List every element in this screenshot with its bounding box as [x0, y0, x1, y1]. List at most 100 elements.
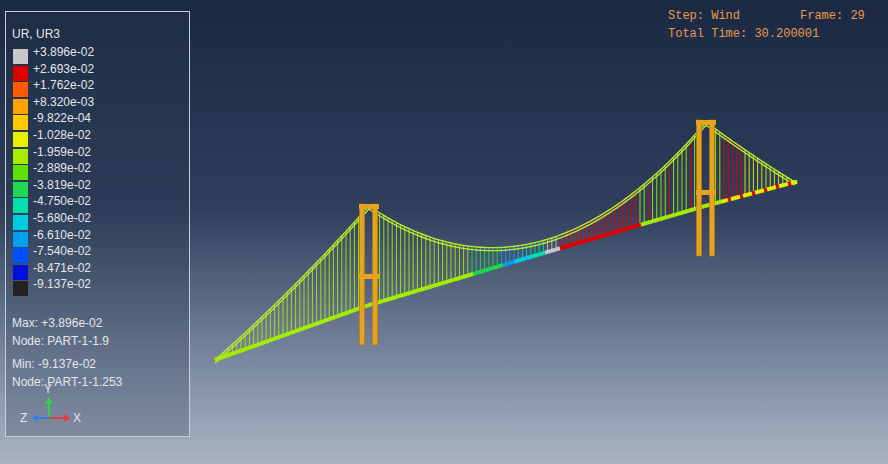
hanger-cable	[455, 244, 456, 279]
legend-swatch	[13, 66, 28, 81]
legend-value: -8.471e-02	[33, 261, 91, 275]
hanger-cable	[690, 140, 691, 211]
hanger-cable	[430, 237, 431, 287]
hanger-cable	[472, 247, 473, 275]
frame-number: Frame: 29	[800, 9, 865, 23]
pylon-beam	[359, 204, 379, 209]
bridge-deck	[335, 316, 338, 317]
bridge-deck	[281, 335, 284, 336]
bridge-deck	[251, 346, 254, 347]
bridge-deck	[266, 341, 269, 342]
bridge-deck	[230, 353, 233, 354]
bridge-deck	[338, 315, 341, 316]
legend-value: -5.680e-02	[33, 211, 91, 225]
bridge-deck	[233, 352, 236, 353]
bridge-deck	[293, 331, 296, 332]
legend-swatch	[13, 165, 28, 180]
total-time: Total Time: 30.200001	[668, 27, 819, 41]
max-value: Max: +3.896e-02	[12, 316, 102, 330]
hanger-cable	[656, 173, 657, 220]
hanger-cable	[400, 225, 401, 296]
hanger-cable	[518, 246, 519, 261]
bridge-deck	[299, 329, 302, 330]
bridge-deck	[329, 318, 332, 319]
legend-swatch	[13, 49, 28, 64]
hanger-cable	[619, 203, 620, 231]
hanger-cable	[719, 132, 720, 202]
bridge-deck	[365, 305, 368, 306]
hanger-cable	[379, 213, 380, 302]
pylon-beam	[696, 120, 716, 125]
bridge-deck	[248, 347, 251, 348]
legend-swatch	[13, 115, 28, 130]
legend-value: +2.693e-02	[33, 62, 94, 76]
hanger-cable	[446, 242, 447, 282]
hanger-cable	[425, 236, 426, 289]
hanger-cable	[694, 135, 695, 209]
hanger-cable	[732, 141, 733, 199]
y-arrowhead	[45, 397, 53, 404]
pylon-leg	[697, 120, 702, 256]
hanger-cable	[761, 161, 762, 191]
hanger-cable	[728, 138, 729, 200]
hanger-cable	[673, 157, 674, 215]
axis-label: X	[73, 411, 81, 425]
bridge-deck	[353, 310, 356, 311]
bridge-deck	[236, 351, 239, 352]
hanger-cable	[740, 147, 741, 197]
legend-value: -9.137e-02	[33, 277, 91, 291]
hanger-cable	[388, 218, 389, 300]
hanger-cable	[736, 144, 737, 198]
bridge-deck	[245, 348, 248, 349]
legend-value: -3.819e-02	[33, 178, 91, 192]
hanger-cable	[325, 254, 326, 321]
bridge-deck	[305, 327, 308, 328]
hanger-cable	[383, 215, 384, 300]
hanger-cable	[346, 231, 347, 313]
x-axis	[49, 417, 66, 419]
legend-value: +1.762e-02	[33, 78, 94, 92]
hanger-cable	[266, 313, 267, 342]
hanger-cable	[627, 197, 628, 228]
legend-value: -7.540e-02	[33, 244, 91, 258]
hanger-cable	[304, 275, 305, 328]
hanger-cable	[287, 292, 288, 334]
hanger-cable	[341, 236, 342, 315]
hanger-cable	[442, 241, 443, 283]
bridge-deck	[332, 317, 335, 318]
legend-value: -6.610e-02	[33, 228, 91, 242]
step-name: Step: Wind	[668, 9, 740, 23]
legend-value: -1.959e-02	[33, 145, 91, 159]
hanger-cable	[333, 245, 334, 318]
hanger-cable	[438, 240, 439, 285]
hanger-cable	[417, 232, 418, 290]
bridge-deck	[239, 350, 242, 351]
hanger-cable	[635, 191, 636, 226]
bridge-deck	[791, 180, 794, 185]
hanger-cable	[392, 220, 393, 298]
hanger-cable	[299, 280, 300, 330]
legend-swatch	[13, 149, 28, 164]
bridge-deck	[218, 358, 221, 359]
bridge-deck	[260, 343, 263, 344]
bridge-deck	[794, 180, 797, 184]
hanger-cable	[644, 184, 645, 224]
hanger-cable	[320, 258, 321, 322]
hanger-cable	[463, 245, 464, 276]
bridge-deck	[224, 356, 227, 357]
hanger-cable	[682, 149, 683, 213]
hanger-cable	[421, 234, 422, 289]
legend-swatch	[13, 232, 28, 247]
hanger-cable	[623, 200, 624, 229]
y-axis	[48, 402, 50, 418]
hanger-cable	[308, 271, 309, 327]
x-arrowhead	[64, 414, 71, 422]
z-arrowhead	[32, 414, 38, 422]
bridge-deck	[272, 338, 275, 339]
bridge-deck	[308, 326, 311, 327]
bridge-deck	[290, 332, 293, 333]
bridge-deck	[296, 330, 299, 331]
legend-panel	[5, 11, 190, 437]
bridge-deck	[344, 313, 347, 314]
